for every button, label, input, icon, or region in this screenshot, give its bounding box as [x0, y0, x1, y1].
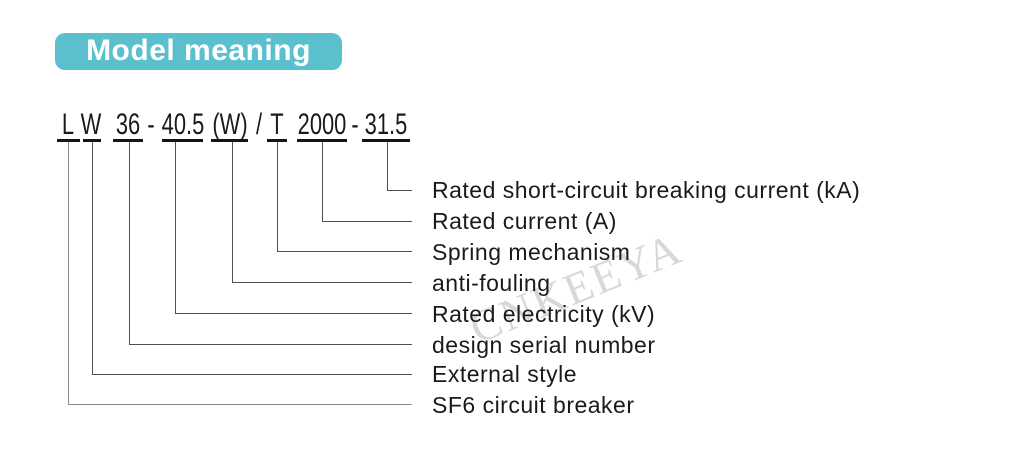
legend-label-sf6-breaker: SF6 circuit breaker [432, 392, 635, 418]
legend-label-rated-current: Rated current (A) [432, 208, 617, 234]
section-title-badge: Model meaning [55, 33, 342, 70]
leader-line-design-serial [129, 142, 412, 345]
legend-label-breaking-current: Rated short-circuit breaking current (kA… [432, 177, 861, 203]
legend-label-design-serial: design serial number [432, 332, 656, 358]
code-part-w-paren: (W) [212, 108, 248, 141]
code-part-40-5: 40.5 [161, 108, 205, 141]
leader-line-external-style [92, 142, 412, 375]
legend-label-external-style: External style [432, 361, 578, 387]
underline-l [57, 139, 80, 142]
leader-line-spring-mechanism [277, 142, 412, 252]
underline-36 [113, 139, 143, 142]
leader-line-breaking-current [387, 142, 412, 191]
leader-line-rated-electricity [175, 142, 412, 314]
underline-31-5 [362, 139, 410, 142]
legend-label-spring-mechanism: Spring mechanism [432, 239, 631, 265]
leader-line-rated-current [322, 142, 412, 222]
code-part-l: L [61, 108, 75, 141]
legend-label-rated-electricity: Rated electricity (kV) [432, 301, 656, 327]
underline-w [83, 139, 101, 142]
code-separator-dash-2: - [351, 108, 359, 141]
code-part-36: 36 [115, 108, 141, 141]
leader-line-anti-fouling [232, 142, 412, 283]
code-part-t: T [270, 108, 284, 141]
underline-40-5 [162, 139, 203, 142]
leader-line-sf6-breaker [68, 142, 412, 405]
underline-w-paren [211, 139, 248, 142]
code-part-w: W [80, 108, 102, 141]
legend-label-anti-fouling: anti-fouling [432, 270, 551, 296]
code-separator-dash-1: - [147, 108, 155, 141]
code-part-2000: 2000 [297, 108, 347, 141]
underline-2000 [297, 139, 347, 142]
underline-t [267, 139, 287, 142]
code-separator-slash: / [255, 108, 263, 141]
code-part-31-5: 31.5 [364, 108, 408, 141]
section-title: Model meaning [86, 33, 311, 67]
